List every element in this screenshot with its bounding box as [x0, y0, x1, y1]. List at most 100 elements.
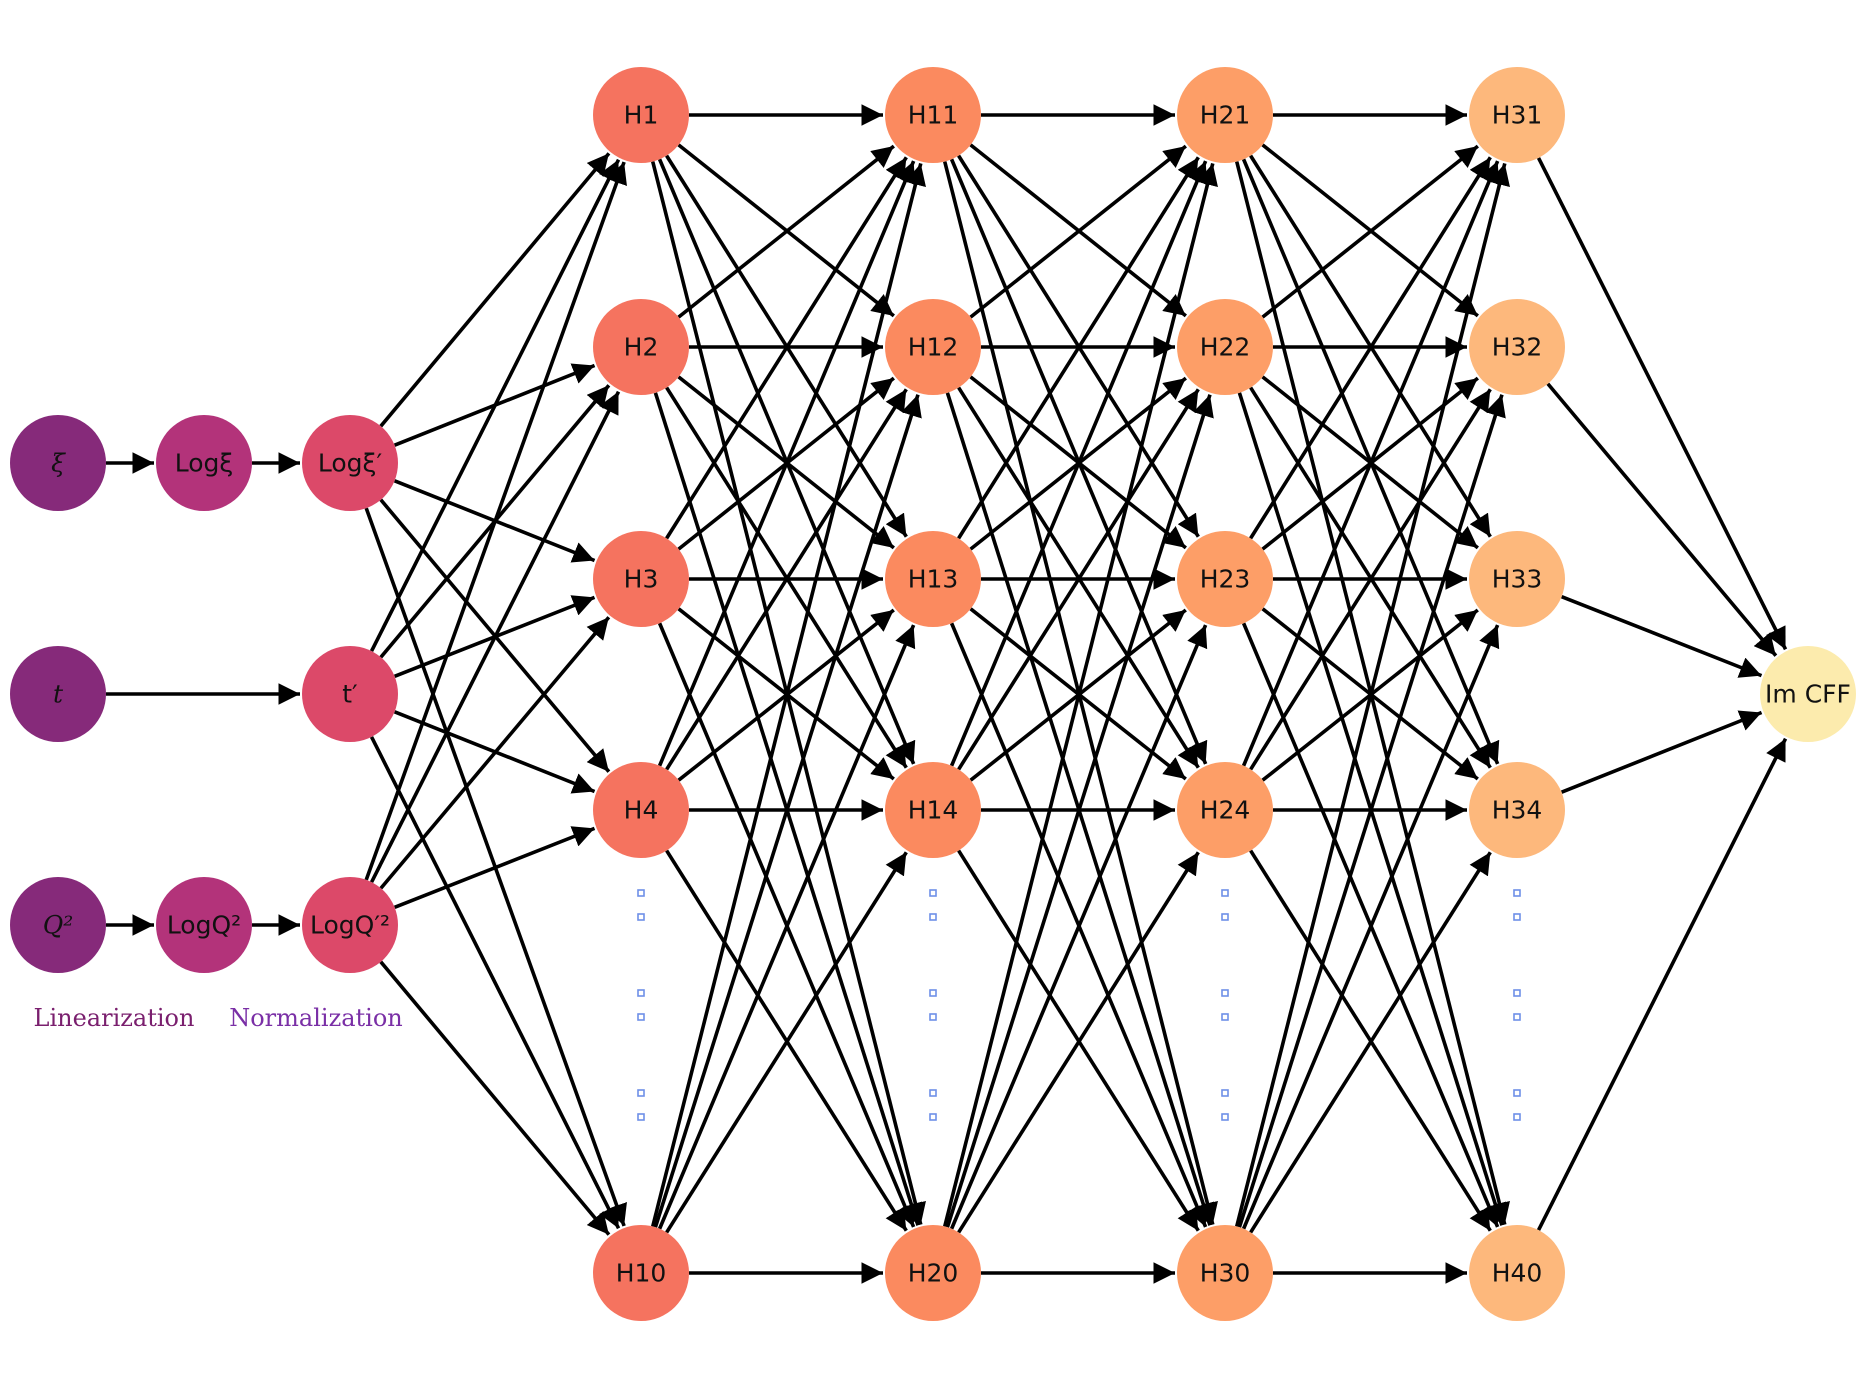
node-circle — [1177, 299, 1273, 395]
node-circle — [885, 67, 981, 163]
node-circle — [156, 415, 252, 511]
node-label: H22 — [1200, 333, 1251, 362]
ellipsis-dot — [1221, 1113, 1229, 1121]
node-h14: H14 — [885, 762, 981, 858]
arrow-logq2p-to-h1 — [364, 161, 627, 881]
node-label: H20 — [908, 1259, 959, 1288]
ellipsis-dot — [1513, 913, 1521, 921]
node-h24: H24 — [1177, 762, 1273, 858]
node-h23: H23 — [1177, 531, 1273, 627]
ellipsis-dot — [929, 1013, 937, 1021]
node-circle — [885, 762, 981, 858]
node-label: H21 — [1200, 101, 1251, 130]
node-h31: H31 — [1469, 67, 1565, 163]
arrow-h30-to-h31 — [1234, 163, 1510, 1227]
arrow-logq2p-to-h4 — [393, 826, 596, 910]
node-label: H1 — [624, 101, 659, 130]
ellipsis-dot — [1221, 889, 1229, 897]
node-circle — [10, 646, 106, 742]
node-circle — [10, 415, 106, 511]
node-h4: H4 — [593, 762, 689, 858]
arrow-h24-to-h32 — [1249, 388, 1492, 771]
node-label: LogQ² — [167, 911, 241, 940]
arrow-h30-to-h33 — [1241, 624, 1500, 1230]
node-label: Q² — [43, 911, 74, 940]
ellipsis-dot — [1513, 1089, 1521, 1097]
arrow-logq2p-to-h2 — [369, 390, 621, 883]
node-label: H13 — [908, 565, 959, 594]
node-circle — [1760, 646, 1856, 742]
node-circle — [1469, 531, 1565, 627]
node-label: H14 — [908, 796, 959, 825]
node-label: H2 — [624, 333, 659, 362]
node-label: Logξ — [175, 449, 234, 478]
ellipsis-dot — [929, 989, 937, 997]
ellipsis-dot — [1513, 889, 1521, 897]
arrow-h4-to-h11 — [657, 160, 916, 767]
node-h2: H2 — [593, 299, 689, 395]
arrow-h10-to-h12 — [653, 394, 922, 1228]
arrow-h30-to-h34 — [1249, 851, 1492, 1234]
node-label: H3 — [624, 565, 659, 594]
normalization-caption: Normalization — [229, 1004, 403, 1032]
arrow-h32-to-imcff — [1546, 382, 1778, 657]
node-circle — [302, 646, 398, 742]
node-logq2p: LogQ′² — [302, 877, 398, 973]
node-h34: H34 — [1469, 762, 1565, 858]
arrow-h30-to-h32 — [1237, 394, 1506, 1228]
node-h22: H22 — [1177, 299, 1273, 395]
node-label: H23 — [1200, 565, 1251, 594]
arrow-logq2p-to-h10 — [379, 960, 611, 1236]
ellipsis-dot — [1221, 989, 1229, 997]
ellipsis-dot — [1221, 1013, 1229, 1021]
node-label: t — [53, 680, 64, 709]
node-label: H12 — [908, 333, 959, 362]
node-circle — [1469, 1225, 1565, 1321]
node-label: H31 — [1492, 101, 1543, 130]
node-label: H40 — [1492, 1259, 1543, 1288]
arrow-h24-to-h31 — [1241, 160, 1500, 767]
arrow-logxip-to-h1 — [379, 152, 611, 428]
ellipsis-dot — [1221, 1089, 1229, 1097]
node-xi: ξ — [10, 415, 106, 511]
node-h40: H40 — [1469, 1225, 1565, 1321]
ellipsis-dot — [1513, 1013, 1521, 1021]
arrow-h10-to-h13 — [657, 624, 916, 1230]
arrow-tp-to-h1 — [369, 158, 621, 652]
ellipsis-dot — [929, 1089, 937, 1097]
node-logxi: Logξ — [156, 415, 252, 511]
node-h30: H30 — [1177, 1225, 1273, 1321]
node-h10: H10 — [593, 1225, 689, 1321]
node-h33: H33 — [1469, 531, 1565, 627]
node-label: Im CFF — [1765, 680, 1851, 709]
arrow-logq2p-to-h3 — [379, 616, 611, 890]
node-h32: H32 — [1469, 299, 1565, 395]
arrow-h2-to-h11 — [677, 144, 895, 319]
node-circle — [156, 877, 252, 973]
node-label: H24 — [1200, 796, 1251, 825]
connection-arrows — [106, 104, 1788, 1284]
node-label: LogQ′² — [310, 911, 390, 940]
node-label: t′ — [342, 680, 358, 709]
node-circle — [885, 531, 981, 627]
node-h3: H3 — [593, 531, 689, 627]
node-label: Logξ′ — [318, 449, 383, 478]
ellipsis-dot — [929, 889, 937, 897]
node-circle — [1469, 762, 1565, 858]
node-h21: H21 — [1177, 67, 1273, 163]
node-h13: H13 — [885, 531, 981, 627]
arrow-h10-to-h11 — [650, 163, 926, 1227]
ellipsis-dot — [1513, 1113, 1521, 1121]
node-t: t — [10, 646, 106, 742]
node-circle — [1177, 762, 1273, 858]
ellipsis-dot — [637, 1113, 645, 1121]
node-circle — [1469, 299, 1565, 395]
arrow-h14-to-h22 — [957, 388, 1200, 771]
node-circle — [593, 762, 689, 858]
node-circle — [1177, 1225, 1273, 1321]
ellipsis-dot — [929, 1113, 937, 1121]
node-h12: H12 — [885, 299, 981, 395]
arrow-h20-to-h22 — [945, 394, 1214, 1228]
ellipsis-dot — [637, 1013, 645, 1021]
